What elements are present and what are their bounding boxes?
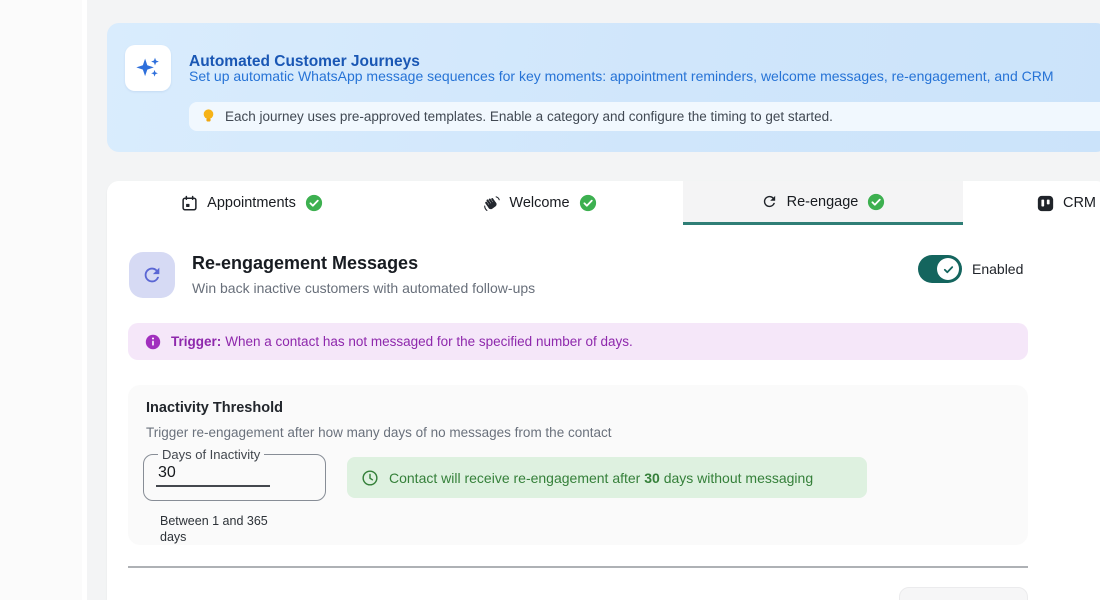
wave-icon: [483, 195, 501, 212]
trigger-label: Trigger:: [171, 334, 222, 349]
tip-box: Each journey uses pre-approved templates…: [189, 102, 1100, 131]
calendar-icon: [181, 195, 198, 212]
bottom-action-button[interactable]: [899, 587, 1028, 600]
section-subtitle: Win back inactive customers with automat…: [192, 280, 536, 296]
banner-title: Automated Customer Journeys: [189, 53, 420, 71]
summary-value: 30: [644, 469, 660, 486]
days-of-inactivity-field: Days of Inactivity: [143, 447, 326, 501]
trigger-note: Trigger:When a contact has not messaged …: [128, 323, 1028, 360]
tab-label: Re-engage: [786, 193, 859, 210]
threshold-description: Trigger re-engagement after how many day…: [146, 425, 612, 440]
tab-bar: Appointments: [107, 181, 1100, 225]
tab-label: Appointments: [207, 195, 296, 211]
check-circle-icon: [305, 194, 323, 212]
days-field-label: Days of Inactivity: [162, 447, 261, 462]
tip-text: Each journey uses pre-approved templates…: [225, 109, 833, 124]
section-title: Re-engagement Messages: [192, 253, 419, 273]
lightbulb-icon: [201, 108, 216, 125]
refresh-icon: [141, 264, 163, 286]
sparkles-icon-box: [125, 45, 171, 91]
trigger-text: Trigger:When a contact has not messaged …: [171, 334, 633, 349]
summary-suffix: days without messaging: [663, 469, 814, 486]
banner-subtitle: Set up automatic WhatsApp message sequen…: [189, 68, 1054, 84]
toggle-knob: [937, 258, 959, 280]
days-input[interactable]: [156, 463, 270, 487]
summary-prefix: Contact will receive re-engagement after: [389, 469, 641, 486]
enabled-toggle[interactable]: [918, 255, 962, 283]
tab-appointments[interactable]: Appointments: [107, 181, 397, 225]
sparkles-icon: [134, 54, 162, 82]
refresh-icon: [761, 193, 778, 210]
kanban-icon: [1037, 195, 1054, 212]
panel-divider: [82, 0, 87, 600]
journeys-banner: Automated Customer Journeys Set up autom…: [107, 23, 1100, 152]
tab-crm[interactable]: CRM: [963, 181, 1100, 225]
tab-re-engage[interactable]: Re-engage: [683, 181, 963, 225]
re-engagement-summary: Contact will receive re-engagement after…: [347, 457, 867, 498]
tab-welcome[interactable]: Welcome: [397, 181, 683, 225]
left-panel: [0, 0, 82, 600]
toggle-label: Enabled: [972, 261, 1024, 277]
summary-text: Contact will receive re-engagement after…: [389, 470, 813, 486]
days-helper-text: Between 1 and 365 days: [160, 514, 268, 544]
content-divider: [128, 566, 1028, 568]
tab-label: Welcome: [509, 195, 570, 211]
section-icon-box: [129, 252, 175, 298]
clock-icon: [361, 469, 379, 487]
info-icon: [145, 334, 161, 350]
check-circle-icon: [867, 193, 885, 211]
trigger-body: When a contact has not messaged for the …: [225, 334, 633, 349]
re-engage-panel: Re-engagement Messages Win back inactive…: [107, 225, 1100, 600]
threshold-title: Inactivity Threshold: [146, 400, 283, 416]
tab-label: CRM: [1062, 195, 1097, 211]
journeys-card: Appointments: [107, 181, 1100, 600]
check-circle-icon: [579, 194, 597, 212]
inactivity-threshold-box: Inactivity Threshold Trigger re-engageme…: [128, 385, 1028, 545]
